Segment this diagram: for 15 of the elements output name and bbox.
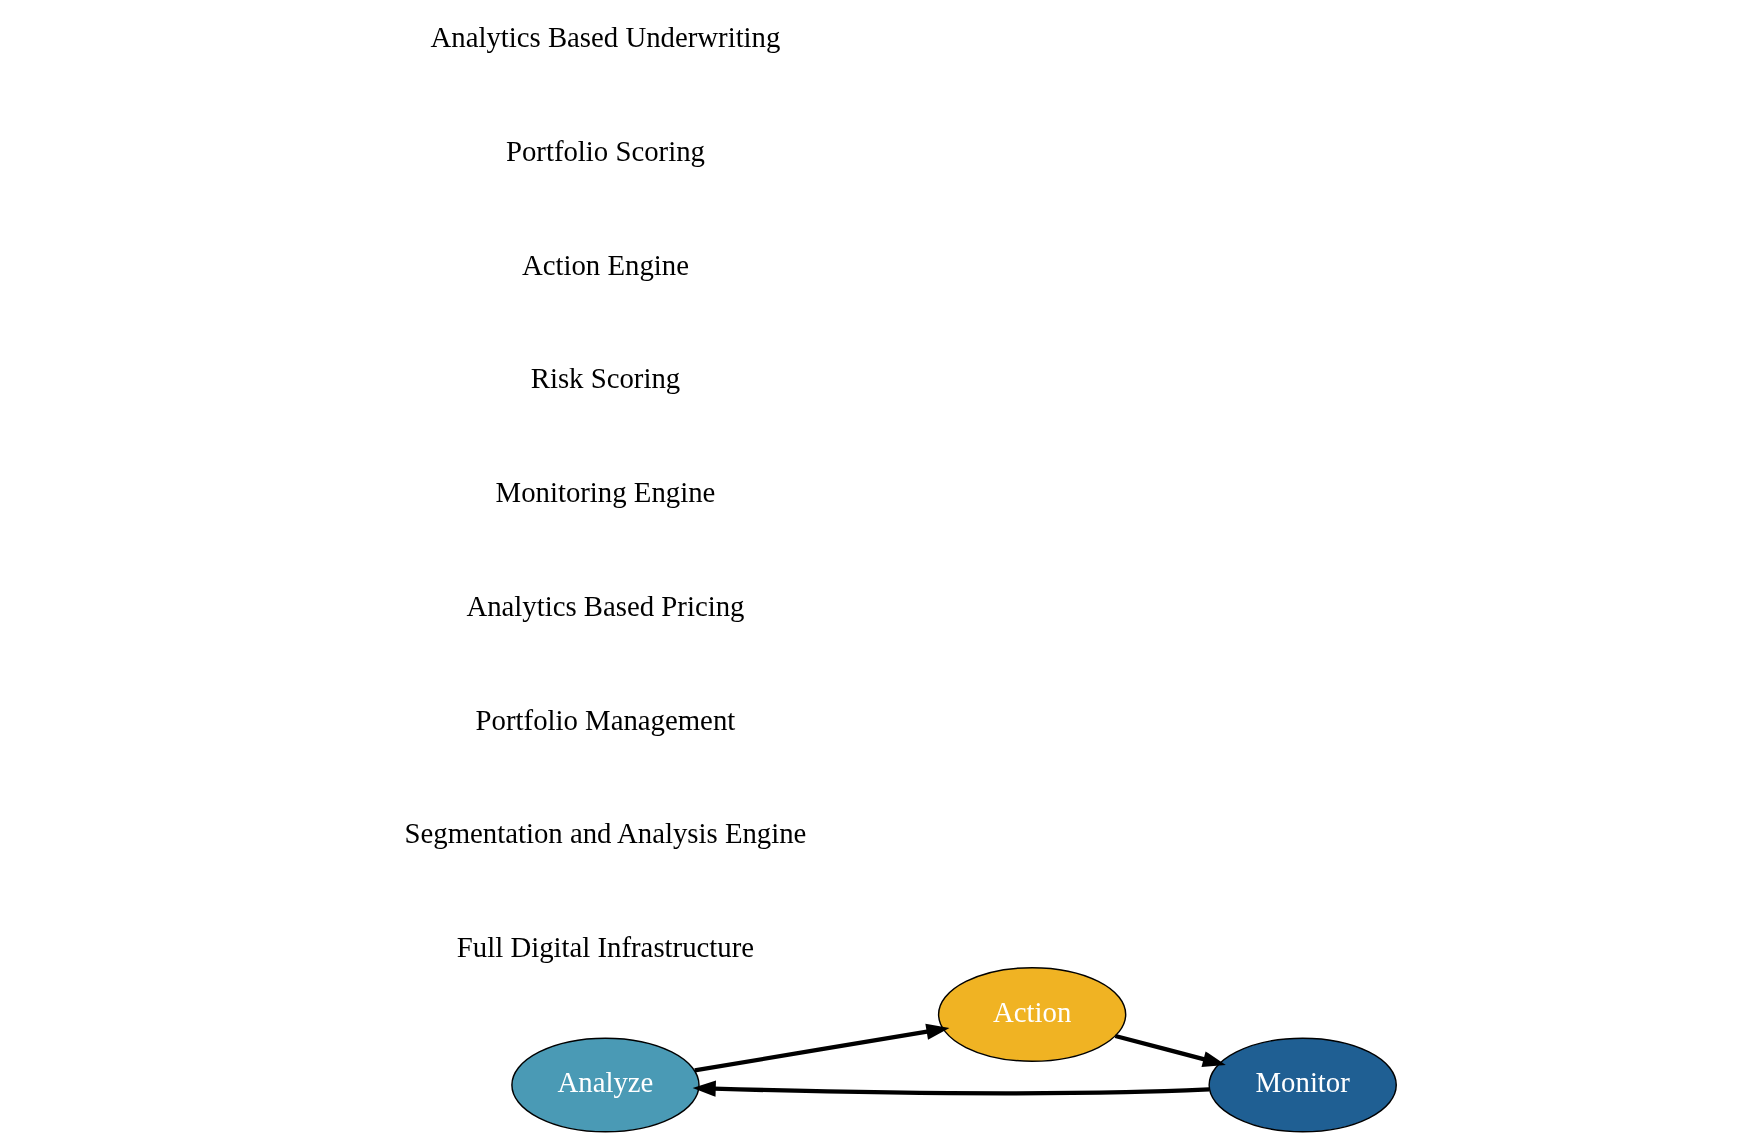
label: Analytics Based Pricing xyxy=(466,589,745,622)
arrow xyxy=(1114,1033,1226,1068)
node-ellipse: Action xyxy=(937,966,1127,1062)
node-ellipse: Monitor xyxy=(1208,1037,1397,1133)
label: Portfolio Management xyxy=(475,703,736,736)
label: Action Engine xyxy=(521,248,689,281)
arrow xyxy=(692,1080,1210,1097)
node-ellipse: Analyze xyxy=(511,1037,700,1133)
label: Segmentation and Analysis Engine xyxy=(404,817,807,850)
label: Portfolio Scoring xyxy=(505,135,705,168)
arrow xyxy=(694,1023,950,1073)
label: Full Digital Infrastructure xyxy=(456,930,755,963)
label: Risk Scoring xyxy=(530,362,681,395)
label: Analytics Based Underwriting xyxy=(430,21,781,54)
label: Monitoring Engine xyxy=(495,476,716,509)
